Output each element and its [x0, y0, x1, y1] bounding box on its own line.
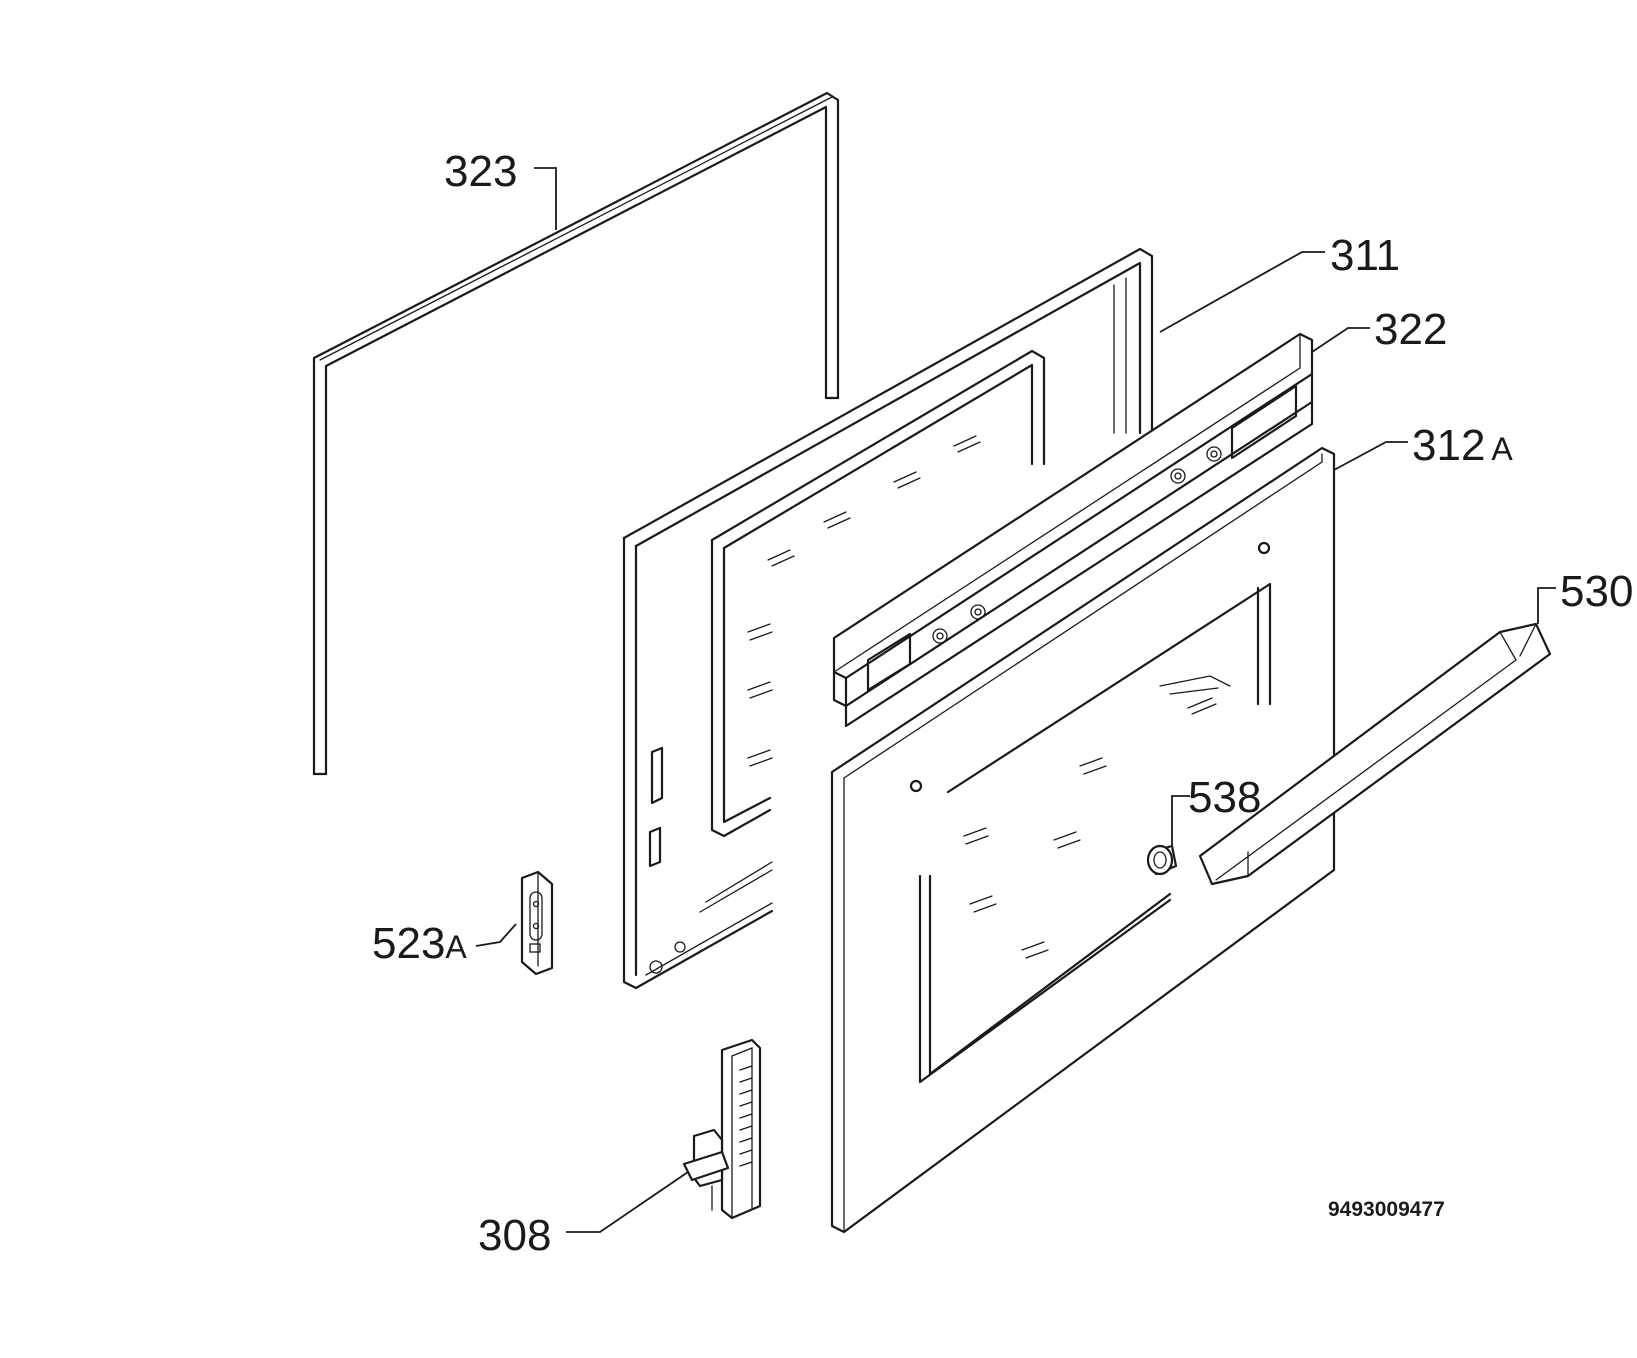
- document-number: 9493009477: [1328, 1198, 1445, 1221]
- leader-312A: [1333, 441, 1408, 471]
- leader-308: [566, 1171, 689, 1233]
- label-538: 538: [1188, 773, 1261, 822]
- label-311: 311: [1330, 231, 1400, 280]
- part-311-inner-door-frame: [622, 247, 1154, 990]
- label-308: 308: [478, 1211, 551, 1260]
- label-322: 322: [1374, 305, 1447, 354]
- part-308-door-hinge: [682, 1038, 762, 1220]
- part-523A-hinge-receiver: [520, 870, 554, 976]
- label-523A: 523A: [372, 919, 467, 968]
- leader-322: [1311, 327, 1370, 353]
- leader-lines: [475, 167, 1556, 1233]
- leader-530: [1537, 587, 1556, 624]
- label-530: 530: [1560, 567, 1633, 616]
- part-530-door-handle: [1198, 622, 1552, 886]
- label-323: 323: [444, 147, 517, 196]
- leader-523A: [475, 923, 517, 947]
- part-323-door-seal: [312, 91, 840, 776]
- part-538-screw: [1146, 844, 1178, 876]
- part-312A-outer-door-glass: [830, 446, 1336, 1234]
- inner-glass-panel: [710, 349, 1046, 838]
- part-322-top-rail: [832, 332, 1314, 728]
- leader-538: [1171, 795, 1190, 846]
- leader-323: [534, 167, 557, 230]
- leader-311: [1159, 251, 1325, 333]
